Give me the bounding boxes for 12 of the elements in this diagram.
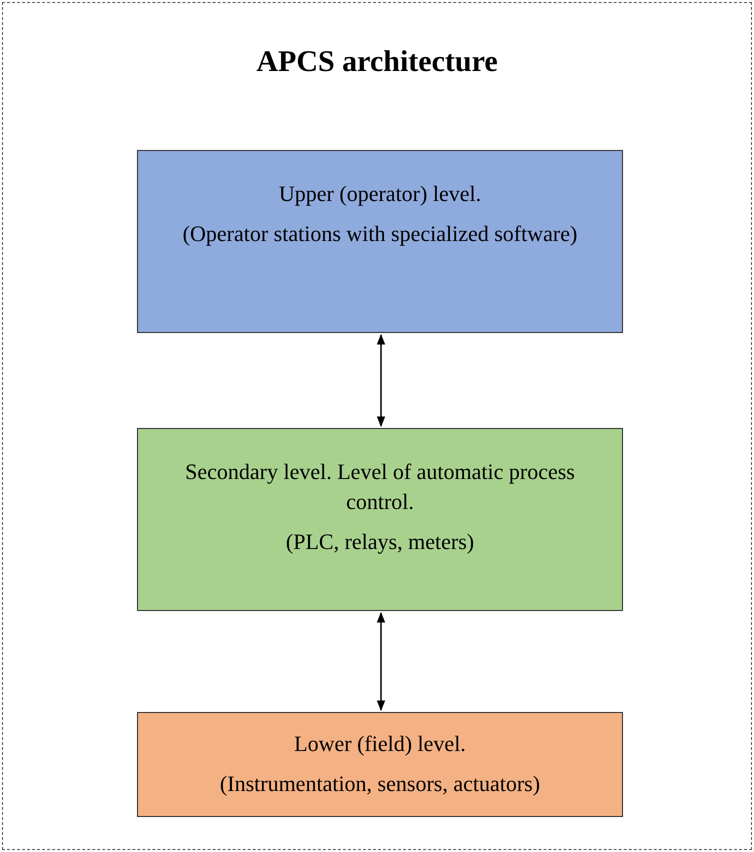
level-box — [137, 150, 623, 333]
double-arrow — [376, 612, 386, 712]
diagram-title: APCS architecture — [255, 44, 499, 80]
level-description: (Instrumentation, sensors, actuators) — [220, 770, 540, 798]
level-heading: Upper (operator) level. — [278, 180, 482, 208]
level-box — [137, 712, 623, 817]
double-arrow — [376, 334, 386, 428]
level-description: (Operator stations with specialized software) — [182, 220, 578, 248]
level-box — [137, 428, 623, 611]
level-description: (PLC, relays, meters) — [286, 528, 474, 556]
level-heading: Secondary level. Level of automatic process control. — [184, 458, 576, 516]
level-heading: Lower (field) level. — [294, 730, 466, 758]
